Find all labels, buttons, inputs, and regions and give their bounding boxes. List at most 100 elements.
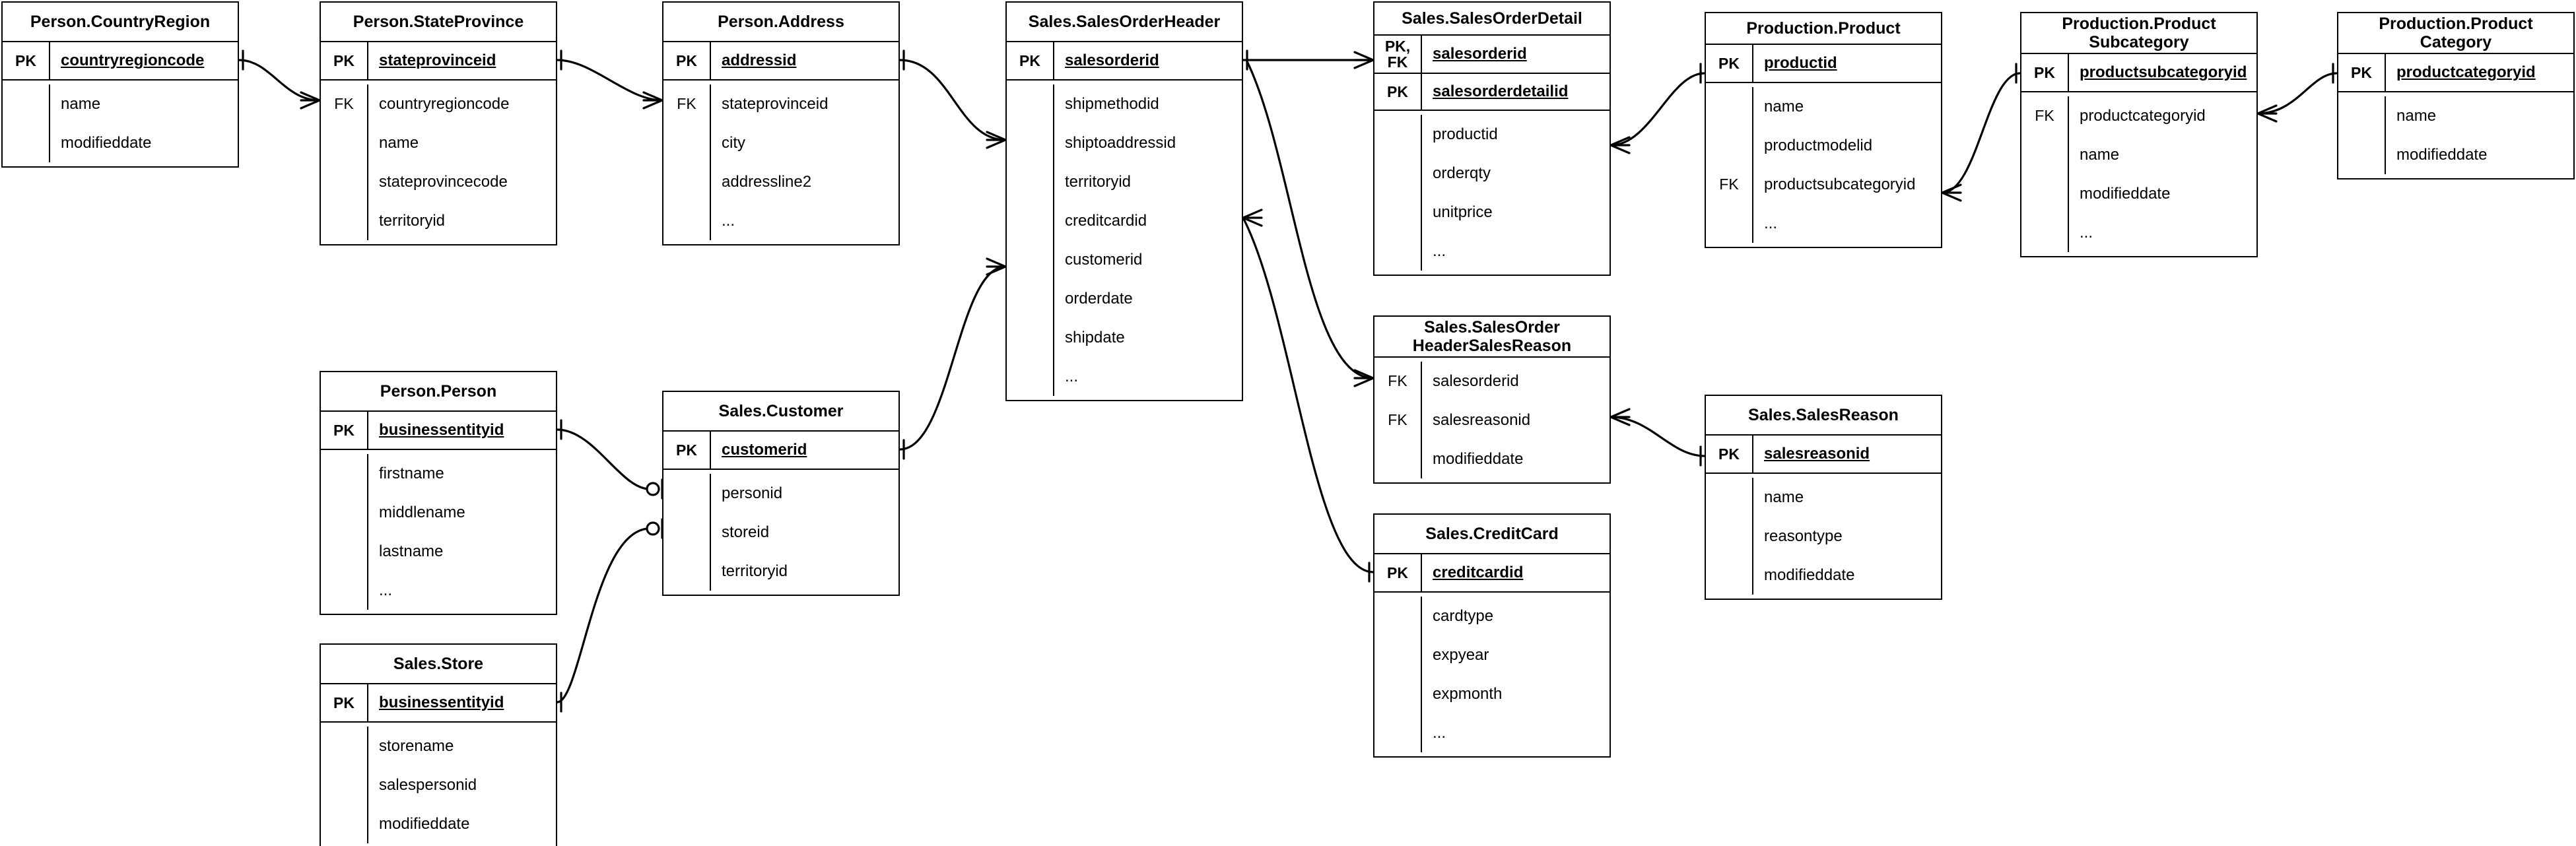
attribute-row[interactable]: unitprice — [1374, 193, 1610, 232]
attribute-row[interactable]: modifieddate — [2021, 174, 2256, 213]
attribute-row[interactable]: ... — [1374, 713, 1610, 752]
attribute-row[interactable]: ... — [1007, 357, 1242, 396]
attribute-row[interactable]: ... — [2021, 213, 2256, 252]
attribute-name: unitprice — [1433, 203, 1493, 221]
attribute-row[interactable]: shiptoaddressid — [1007, 123, 1242, 162]
attribute-row[interactable]: reasontype — [1706, 517, 1941, 556]
attribute-row[interactable]: lastname — [321, 532, 556, 571]
attribute-row[interactable]: ... — [663, 201, 898, 240]
attribute-row[interactable]: modifieddate — [2338, 135, 2573, 174]
attribute-row[interactable]: personid — [663, 474, 898, 513]
attribute-name: shipmethodid — [1065, 94, 1159, 113]
attribute-row[interactable]: firstname — [321, 454, 556, 493]
attribute-row[interactable]: ... — [1706, 204, 1941, 243]
attribute-row[interactable]: territoryid — [1007, 162, 1242, 201]
attribute-row[interactable]: productid — [1374, 115, 1610, 154]
attribute-row[interactable]: modifieddate — [321, 804, 556, 843]
attribute-row[interactable]: expyear — [1374, 635, 1610, 674]
attribute-row[interactable]: creditcardid — [1007, 201, 1242, 240]
attribute-row[interactable]: storeid — [663, 513, 898, 552]
key-badge — [321, 162, 368, 201]
attribute-row[interactable]: name — [2338, 96, 2573, 135]
attribute-row[interactable]: name — [3, 84, 238, 123]
attribute-row[interactable]: cardtype — [1374, 597, 1610, 635]
attribute-row[interactable]: ... — [1374, 232, 1610, 271]
attribute-row[interactable]: stateprovincecode — [321, 162, 556, 201]
attribute-name: modifieddate — [1764, 566, 1855, 584]
attribute-row[interactable]: territoryid — [663, 552, 898, 591]
attribute-name: productsubcategoryid — [1764, 175, 1916, 193]
attribute-row[interactable]: city — [663, 123, 898, 162]
key-badge — [1706, 517, 1753, 556]
attribute-row[interactable]: name — [1706, 87, 1941, 126]
entity-title: Person.CountryRegion — [30, 13, 211, 31]
key-badge — [2021, 213, 2069, 252]
attribute-row[interactable]: name — [1706, 478, 1941, 517]
attribute-row[interactable]: modifieddate — [1374, 439, 1610, 478]
entity-title: Sales.SalesOrder HeaderSalesReason — [1412, 318, 1572, 355]
key-badge: FK — [663, 84, 711, 123]
attribute-row[interactable]: ... — [321, 571, 556, 610]
key-badge: PK — [3, 42, 50, 79]
attribute-row[interactable]: salespersonid — [321, 765, 556, 804]
attribute-row[interactable]: storename — [321, 727, 556, 765]
attribute-row[interactable]: territoryid — [321, 201, 556, 240]
attribute-row[interactable]: productmodelid — [1706, 126, 1941, 165]
attribute-row[interactable]: expmonth — [1374, 674, 1610, 713]
attribute-row[interactable]: addressline2 — [663, 162, 898, 201]
key-badge: PK — [321, 412, 368, 449]
key-badge — [663, 162, 711, 201]
attribute-row[interactable]: name — [2021, 135, 2256, 174]
attribute-row[interactable]: name — [321, 123, 556, 162]
attribute-row[interactable]: modifieddate — [3, 123, 238, 162]
attribute-row[interactable]: shipdate — [1007, 318, 1242, 357]
rel-product-salesorderdetail — [1610, 63, 1706, 154]
rel-productsubcategory-product — [1941, 63, 2021, 202]
attribute-row[interactable]: orderqty — [1374, 154, 1610, 193]
key-badge — [1706, 126, 1753, 165]
attribute-row[interactable]: customerid — [1007, 240, 1242, 279]
attribute-row[interactable]: middlename — [321, 493, 556, 532]
attribute-row[interactable]: shipmethodid — [1007, 84, 1242, 123]
attribute-row[interactable]: modifieddate — [1706, 556, 1941, 595]
entity-title: Production.Product Subcategory — [2062, 15, 2216, 51]
attribute-row[interactable]: orderdate — [1007, 279, 1242, 318]
